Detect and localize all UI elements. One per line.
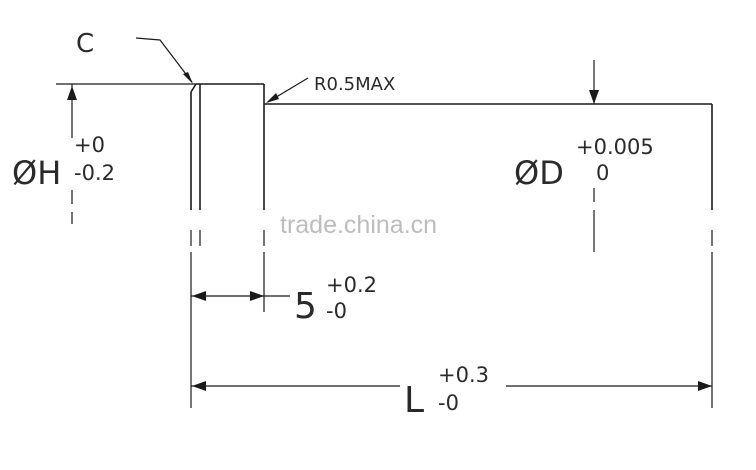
total-length-value: L <box>404 380 424 421</box>
chamfer-leader <box>135 37 193 84</box>
head-diameter-tol-lower: -0.2 <box>74 161 115 185</box>
part-outline <box>190 83 713 408</box>
head-diameter-symbol: ØH <box>12 154 61 192</box>
total-length-tol-lower: -0 <box>438 391 459 415</box>
head-diameter-tol-upper: +0 <box>74 133 105 157</box>
shank-diameter-tol-upper: +0.005 <box>576 135 654 159</box>
head-thickness-value: 5 <box>294 286 317 327</box>
radius-leader <box>266 77 309 103</box>
head-thickness-dimension <box>191 291 290 301</box>
total-length-tol-upper: +0.3 <box>438 363 489 387</box>
shank-diameter-symbol: ØD <box>514 154 564 192</box>
chamfer-label: C <box>76 29 94 59</box>
head-thickness-tol-upper: +0.2 <box>326 273 377 297</box>
radius-note: R0.5MAX <box>314 74 395 95</box>
head-diameter-dimension <box>56 83 196 224</box>
shank-diameter-tol-lower: 0 <box>596 161 609 185</box>
total-length-dimension <box>191 381 712 391</box>
shank-diameter-dimension <box>589 60 599 252</box>
head-thickness-tol-lower: -0 <box>326 299 347 323</box>
watermark: trade.china.cn <box>280 211 437 239</box>
